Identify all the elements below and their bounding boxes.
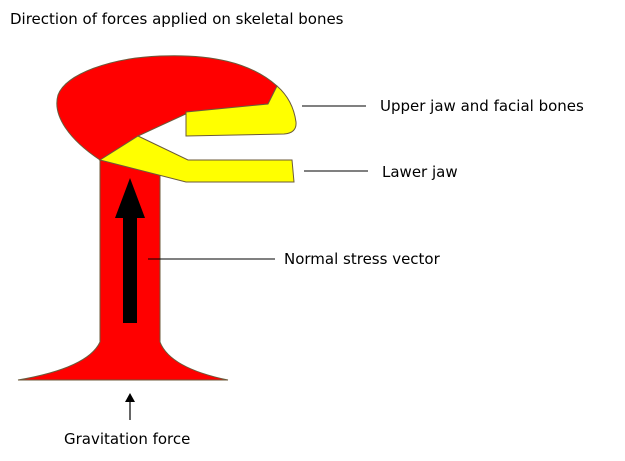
diagram-title: Direction of forces applied on skeletal … — [10, 10, 344, 28]
skull-dome — [56, 55, 278, 161]
label-upper-jaw: Upper jaw and facial bones — [380, 97, 584, 115]
stress-vector-arrow — [115, 178, 145, 323]
label-gravitation: Gravitation force — [64, 430, 190, 448]
label-stress-vector: Normal stress vector — [284, 250, 441, 268]
label-lower-jaw: Lawer jaw — [382, 163, 458, 181]
upper-jaw-bone — [185, 85, 297, 137]
lower-jaw-bone — [98, 135, 295, 183]
gravitation-arrow-head — [125, 393, 135, 402]
